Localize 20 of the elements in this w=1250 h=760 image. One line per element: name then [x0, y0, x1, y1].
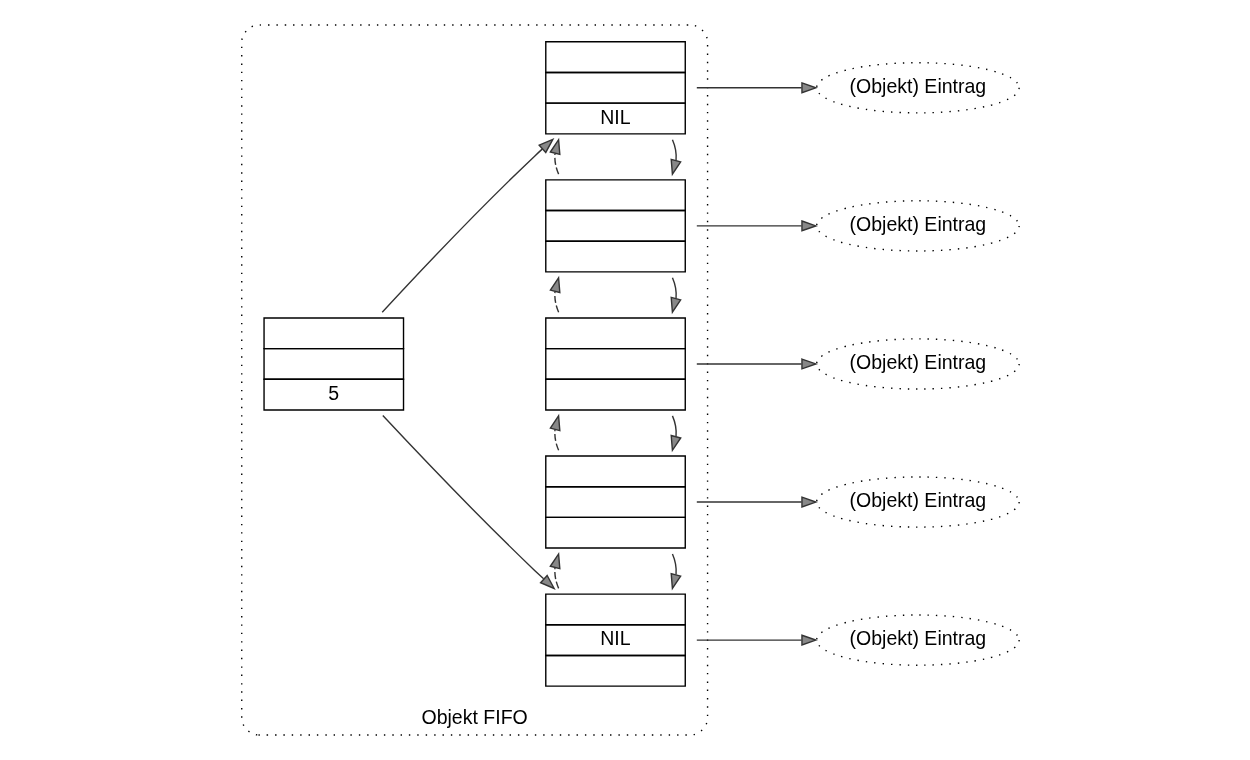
arrow: [549, 275, 561, 313]
node-ellipse: (Objekt) Eintrag: [815, 614, 1020, 666]
node-ellipse: (Objekt) Eintrag: [815, 338, 1020, 390]
arrow: [382, 414, 556, 590]
arrow: [696, 358, 818, 370]
node-ellipse: (Objekt) Eintrag: [815, 200, 1020, 252]
arrow: [549, 551, 561, 590]
arrow: [670, 415, 682, 453]
arrow: [381, 138, 555, 313]
arrow: [670, 553, 682, 591]
arrow: [670, 139, 682, 177]
node-ellipse: (Objekt) Eintrag: [815, 476, 1020, 528]
arrow: [670, 277, 682, 315]
arrow: [696, 496, 818, 508]
arrow: [549, 413, 561, 451]
node-ellipse: (Objekt) Eintrag: [815, 62, 1020, 114]
arrow: [696, 81, 818, 94]
arrow: [696, 634, 818, 646]
arrow: [549, 137, 561, 175]
arrow: [696, 220, 818, 232]
